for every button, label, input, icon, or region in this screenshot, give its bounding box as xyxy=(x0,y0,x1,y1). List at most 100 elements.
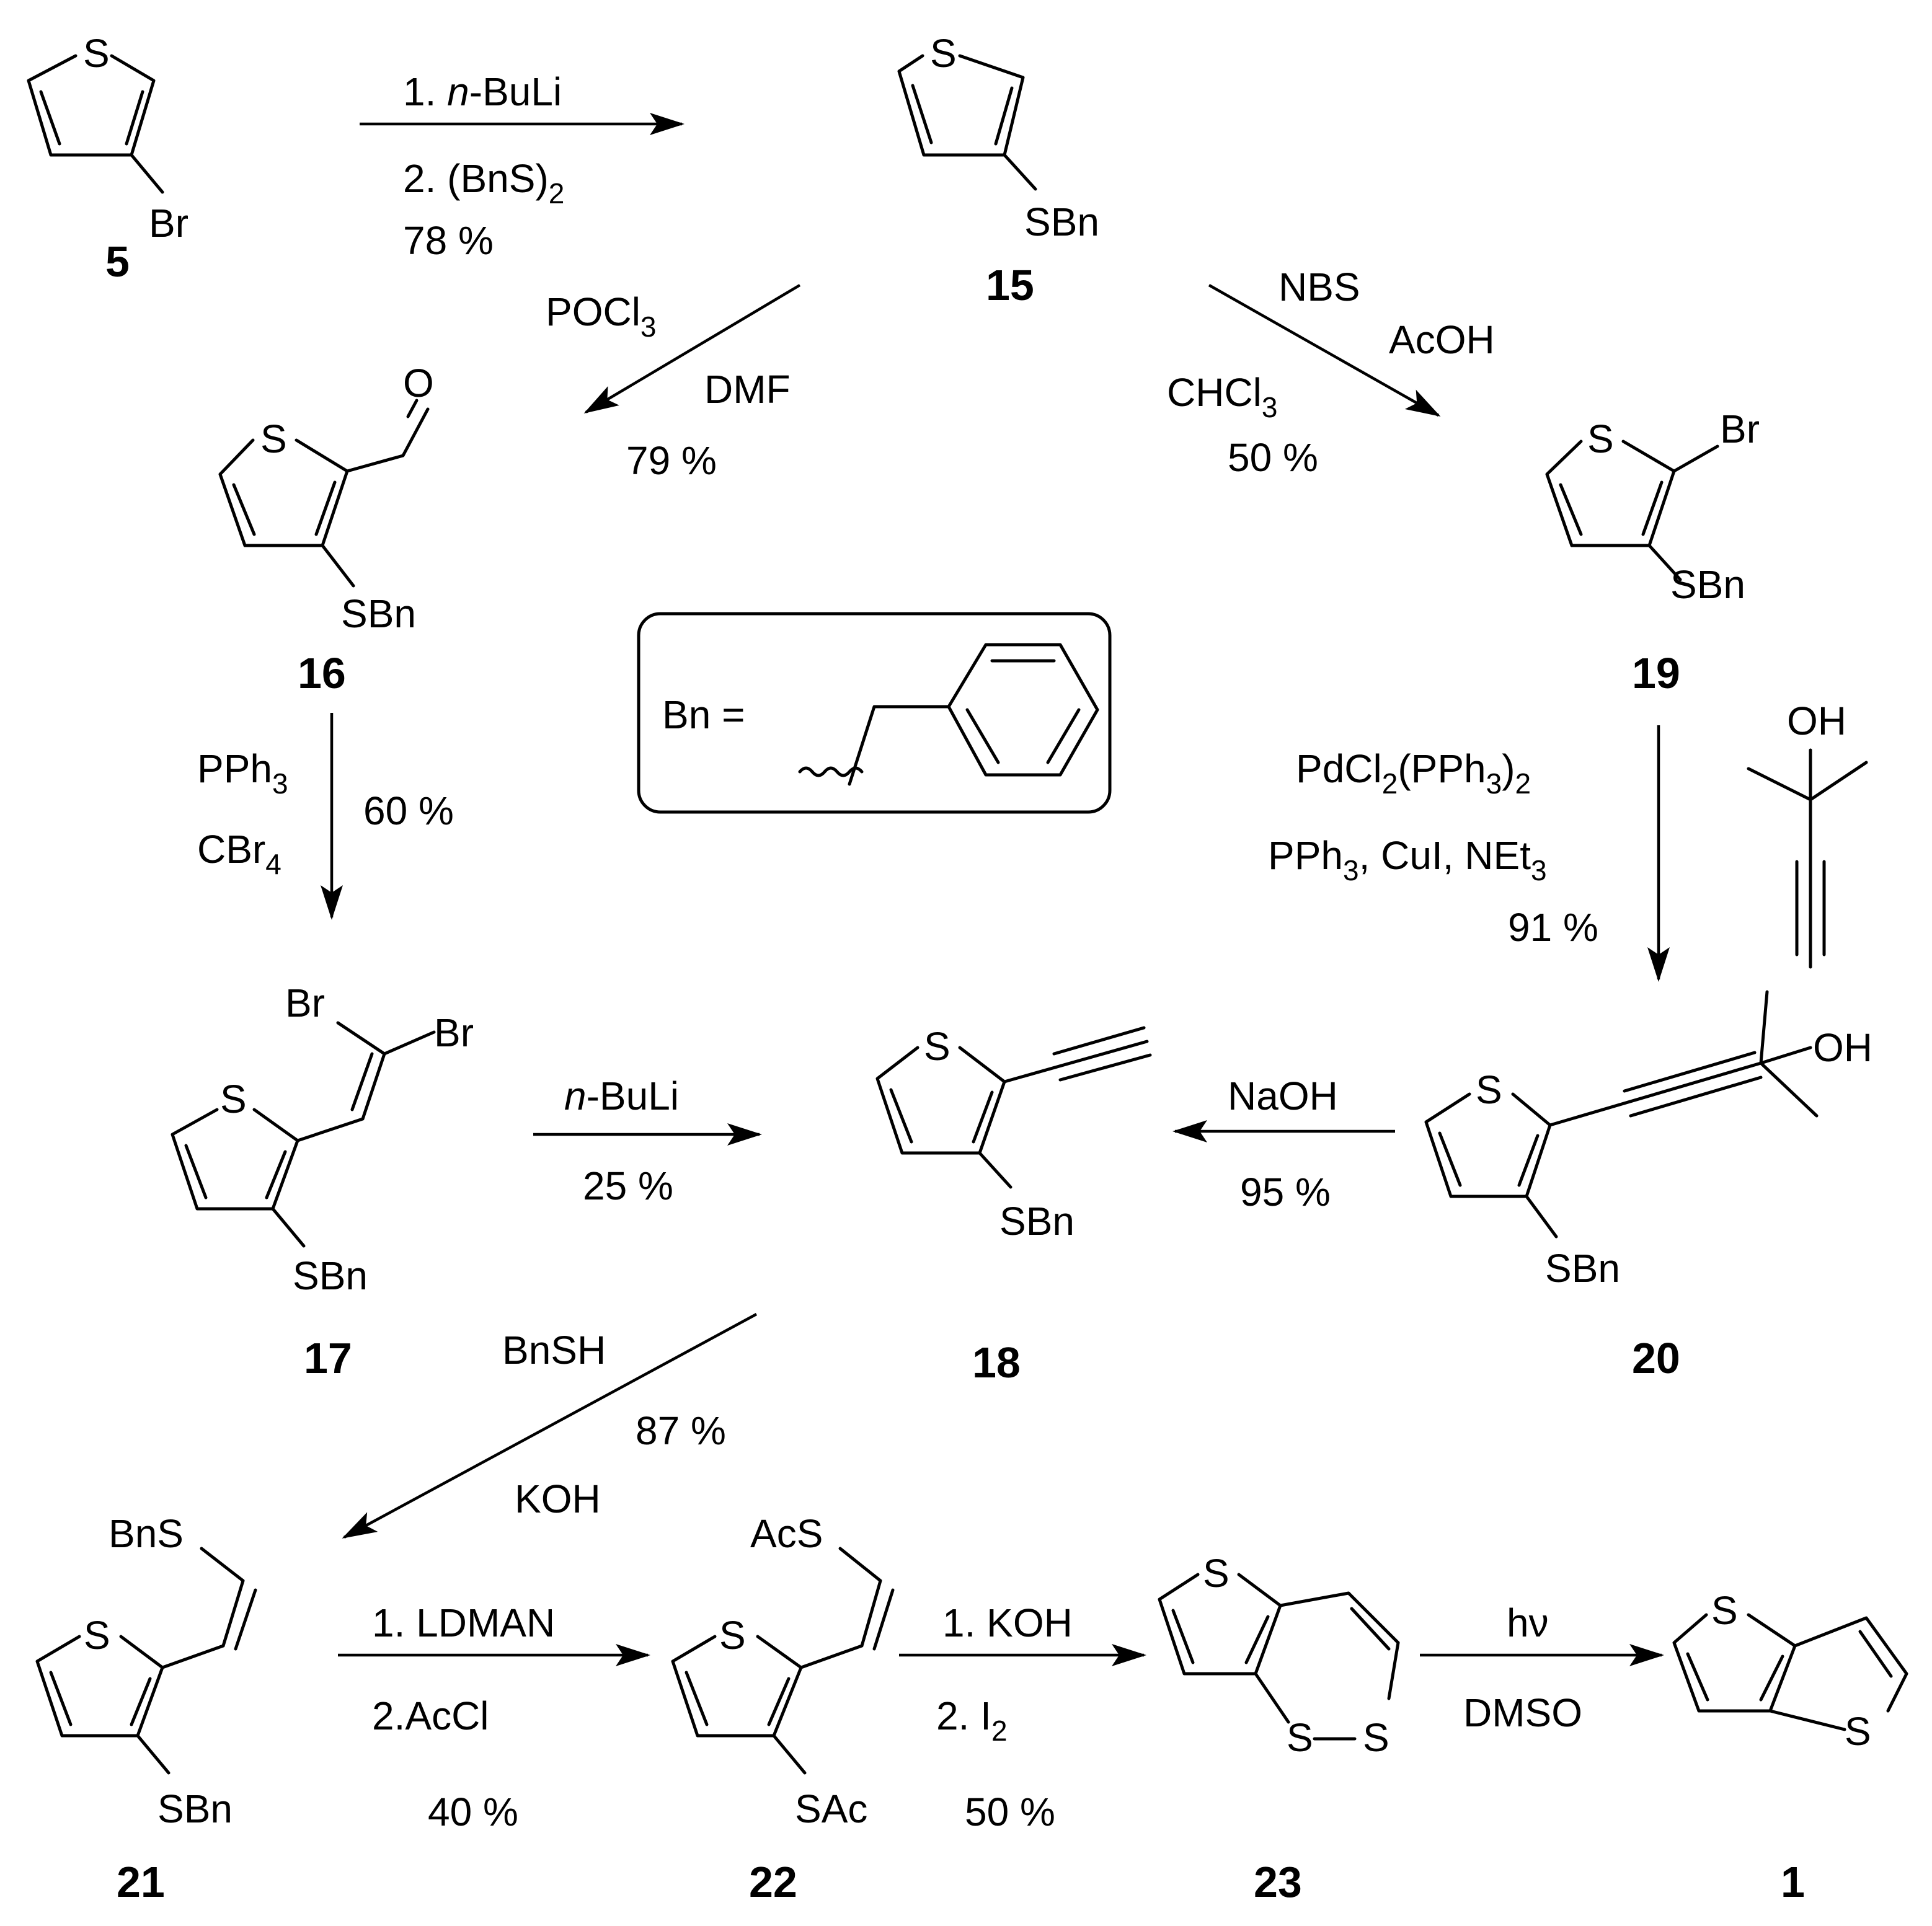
ring-sulfur: S xyxy=(260,417,287,461)
compound-label: 23 xyxy=(1254,1858,1302,1906)
svg-text:2.AcCl: 2.AcCl xyxy=(372,1694,489,1738)
ring-sulfur: S xyxy=(1587,417,1614,461)
compound-17: Br Br S SBn 17 xyxy=(171,981,474,1382)
ring-sulfur: S xyxy=(1203,1551,1230,1596)
svg-text:NBS: NBS xyxy=(1278,265,1360,309)
compound-15: S SBn 15 xyxy=(897,31,1099,309)
yield: 50 % xyxy=(1228,435,1318,480)
step-4: PPh3 60 % CBr4 xyxy=(197,713,454,920)
svg-text:POCl3: POCl3 xyxy=(546,289,657,343)
compound-label: 21 xyxy=(117,1858,165,1906)
svg-text:2. (BnS)2: 2. (BnS)2 xyxy=(403,156,564,210)
benzyl-legend: Bn = xyxy=(637,612,1112,814)
ring-sulfur-2: S xyxy=(1845,1709,1871,1754)
compound-label: 17 xyxy=(304,1334,352,1382)
svg-text:2. I2: 2. I2 xyxy=(936,1694,1008,1747)
compound-1: S S 1 xyxy=(1672,1588,1908,1906)
ring-sulfur: S xyxy=(84,1613,110,1658)
step-3: NBS AcOH CHCl3 50 % xyxy=(1167,265,1495,480)
yield: 79 % xyxy=(626,438,717,483)
substituent-acs: AcS xyxy=(750,1511,823,1556)
svg-text:BnSH: BnSH xyxy=(502,1328,606,1372)
substituent-sac: SAc xyxy=(795,1787,867,1831)
compound-21: BnS S SBn 21 xyxy=(35,1511,257,1906)
substituent-sbn: SBn xyxy=(1670,562,1745,607)
substituent-sbn: SBn xyxy=(293,1253,368,1298)
disulfide-s1: S xyxy=(1287,1715,1313,1760)
yield: 87 % xyxy=(636,1408,726,1453)
substituent-sbn: SBn xyxy=(157,1787,233,1831)
substituent-sbn: SBn xyxy=(999,1199,1075,1244)
substituent-br: Br xyxy=(434,1010,474,1055)
svg-text:PPh3, CuI, NEt3: PPh3, CuI, NEt3 xyxy=(1268,833,1547,886)
svg-text:KOH: KOH xyxy=(515,1477,601,1521)
svg-text:CHCl3: CHCl3 xyxy=(1167,370,1277,423)
yield: 95 % xyxy=(1240,1170,1331,1214)
compound-5: S Br 5 xyxy=(27,31,188,286)
svg-text:CBr4: CBr4 xyxy=(197,827,281,880)
substituent-o: O xyxy=(403,361,434,405)
yield: 91 % xyxy=(1508,905,1598,950)
step-5: PdCl2(PPh3)2 PPh3, CuI, NEt3 91 % xyxy=(1268,725,1670,982)
substituent-sbn: SBn xyxy=(1545,1246,1620,1291)
step-8: BnSH 87 % KOH xyxy=(342,1313,758,1539)
svg-text:DMSO: DMSO xyxy=(1463,1690,1582,1735)
step-2: POCl3 DMF 79 % xyxy=(546,284,801,483)
compound-20: S OH SBn 20 xyxy=(1424,990,1872,1382)
step-10: 1. KOH 2. I2 50 % xyxy=(899,1601,1146,1834)
compound-label: 1 xyxy=(1781,1858,1805,1906)
compound-label: 19 xyxy=(1632,649,1680,697)
disulfide-s2: S xyxy=(1363,1715,1389,1760)
legend-text: Bn = xyxy=(662,692,745,737)
compound-label: 5 xyxy=(105,237,130,286)
step-6: n-BuLi 25 % xyxy=(533,1074,762,1208)
step-11: hν DMSO xyxy=(1420,1601,1664,1735)
substituent-sbn: SBn xyxy=(1024,200,1099,244)
svg-text:PPh3: PPh3 xyxy=(197,746,288,800)
svg-text:1. n-BuLi: 1. n-BuLi xyxy=(403,69,562,114)
substituent-br: Br xyxy=(1720,407,1760,451)
svg-text:hν: hν xyxy=(1507,1601,1549,1645)
substituent-oh: OH xyxy=(1787,699,1846,743)
step-1: 1. n-BuLi 2. (BnS)2 78 % xyxy=(360,69,685,263)
yield: 50 % xyxy=(965,1790,1055,1834)
svg-text:DMF: DMF xyxy=(704,367,791,412)
ring-sulfur: S xyxy=(83,31,110,76)
yield: 78 % xyxy=(403,218,494,263)
compound-label: 16 xyxy=(298,649,346,697)
svg-text:1. KOH: 1. KOH xyxy=(942,1601,1073,1645)
ring-sulfur: S xyxy=(1711,1588,1738,1633)
svg-text:PdCl2(PPh3)2: PdCl2(PPh3)2 xyxy=(1296,746,1531,800)
ring-sulfur: S xyxy=(719,1613,746,1658)
substituent-sbn: SBn xyxy=(341,591,416,636)
ring-sulfur: S xyxy=(220,1077,247,1121)
reagent-methylbutynol: OH xyxy=(1747,699,1868,969)
compound-label: 15 xyxy=(986,261,1034,309)
svg-text:AcOH: AcOH xyxy=(1389,317,1495,362)
compound-22: AcS S SAc 22 xyxy=(671,1511,895,1906)
compound-label: 18 xyxy=(972,1338,1021,1387)
compound-18: S SBn 18 xyxy=(875,1024,1152,1387)
ring-sulfur: S xyxy=(924,1024,950,1069)
substituent-oh: OH xyxy=(1813,1025,1872,1070)
ring-sulfur: S xyxy=(1476,1067,1502,1112)
svg-text:NaOH: NaOH xyxy=(1228,1074,1338,1118)
compound-label: 22 xyxy=(749,1858,797,1906)
yield: 60 % xyxy=(363,789,454,833)
ring-sulfur: S xyxy=(930,31,957,76)
substituent-br: Br xyxy=(149,201,188,245)
substituent-bns: BnS xyxy=(109,1511,184,1556)
substituent-br: Br xyxy=(285,981,325,1025)
wavy-bond-icon xyxy=(798,766,864,777)
yield: 25 % xyxy=(583,1164,673,1208)
yield: 40 % xyxy=(428,1790,518,1834)
compound-label: 20 xyxy=(1632,1334,1680,1382)
svg-text:n-BuLi: n-BuLi xyxy=(564,1074,679,1118)
step-7: NaOH 95 % xyxy=(1172,1074,1395,1214)
svg-text:1. LDMAN: 1. LDMAN xyxy=(372,1601,555,1645)
compound-16: S O SBn 16 xyxy=(218,361,434,697)
compound-23: S S S 23 xyxy=(1158,1551,1400,1906)
compound-19: S Br SBn 19 xyxy=(1545,407,1760,697)
step-9: 1. LDMAN 2.AcCl 40 % xyxy=(338,1601,650,1834)
